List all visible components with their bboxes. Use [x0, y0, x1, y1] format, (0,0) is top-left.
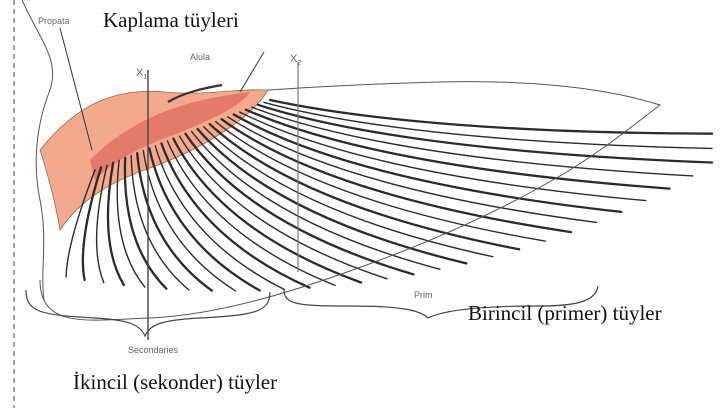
covert-region [40, 90, 268, 230]
secondaries-label: İkincil (sekonder) tüyler [73, 370, 277, 395]
feather-shaft [125, 158, 166, 289]
pointer-line-b [240, 52, 264, 92]
feather-shaft [270, 100, 712, 134]
secondaries-text: Secondaries [128, 345, 179, 355]
coverts-label: Kaplama tüyleri [103, 8, 239, 33]
primaries-label: Birincil (primer) tüyler [468, 301, 662, 326]
x2-text: X2 [290, 53, 301, 67]
feather-shaft [252, 107, 693, 176]
prim-text: Prim [414, 290, 433, 300]
alula-text: Alula [190, 52, 210, 62]
feather-shaft [228, 117, 597, 222]
propatagium-text: Propata [38, 16, 70, 26]
feather-shaft [234, 115, 622, 212]
feather-shaft [264, 102, 712, 148]
x1-text: X1 [136, 67, 147, 81]
feather-shaft [143, 151, 235, 291]
feather-shaft [155, 146, 284, 290]
